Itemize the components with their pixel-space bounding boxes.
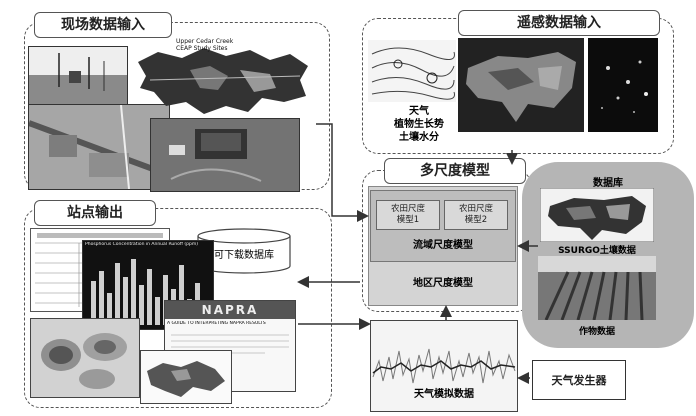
weather-simulation-chart: 天气模拟数据 [370, 320, 518, 412]
phosphorus-chart-image: Phosphorus Concentration in Annual Runof… [82, 240, 214, 330]
region-model-label: 地区尺度模型 [413, 278, 473, 289]
phosphorus-chart-title: Phosphorus Concentration in Annual Runof… [85, 242, 198, 247]
field-station-photo [28, 46, 128, 106]
field-device-photo [150, 118, 300, 192]
remote-label-vegetation: 植物生长势 [394, 119, 444, 130]
download-database-label: 可下载数据库 [214, 250, 274, 261]
remote-label-weather: 天气 [409, 106, 429, 117]
field-data-title: 现场数据输入 [34, 12, 172, 38]
contour-map-image [30, 318, 140, 398]
crop-data-label: 作物数据 [578, 327, 615, 337]
night-satellite-map [588, 38, 658, 132]
remote-sensing-title: 遥感数据输入 [458, 10, 660, 36]
map-title: Upper Cedar Creek CEAP Study Sites [176, 38, 234, 52]
crop-photo [538, 256, 656, 320]
weather-simulation-label: 天气模拟数据 [414, 389, 474, 400]
us-satellite-map [458, 38, 584, 132]
farm-model-1-box: 农田尺度 模型1 [376, 200, 440, 230]
field-study-map: Upper Cedar Creek CEAP Study Sites [130, 38, 316, 120]
watershed-model-label: 流域尺度模型 [413, 240, 473, 251]
weather-generator-box: 天气发生器 [532, 360, 626, 400]
site-output-title: 站点输出 [34, 200, 156, 226]
napra-subtitle: A GUIDE TO INTERPRETING NAPRA RESULTS [167, 321, 266, 326]
download-database-cylinder: 可下载数据库 [196, 228, 292, 274]
remote-label-soil-moisture: 土壤水分 [399, 132, 439, 143]
ssurgo-label: SSURGO土壤数据 [558, 246, 636, 256]
database-title: 数据库 [593, 178, 623, 189]
weather-chart-image [368, 40, 456, 102]
napra-logo: NAPRA [165, 301, 295, 319]
multi-scale-model-title: 多尺度模型 [384, 158, 526, 184]
farm-model-2-box: 农田尺度 模型2 [444, 200, 508, 230]
regional-map-image [140, 350, 232, 404]
ssurgo-map-image [540, 188, 654, 242]
